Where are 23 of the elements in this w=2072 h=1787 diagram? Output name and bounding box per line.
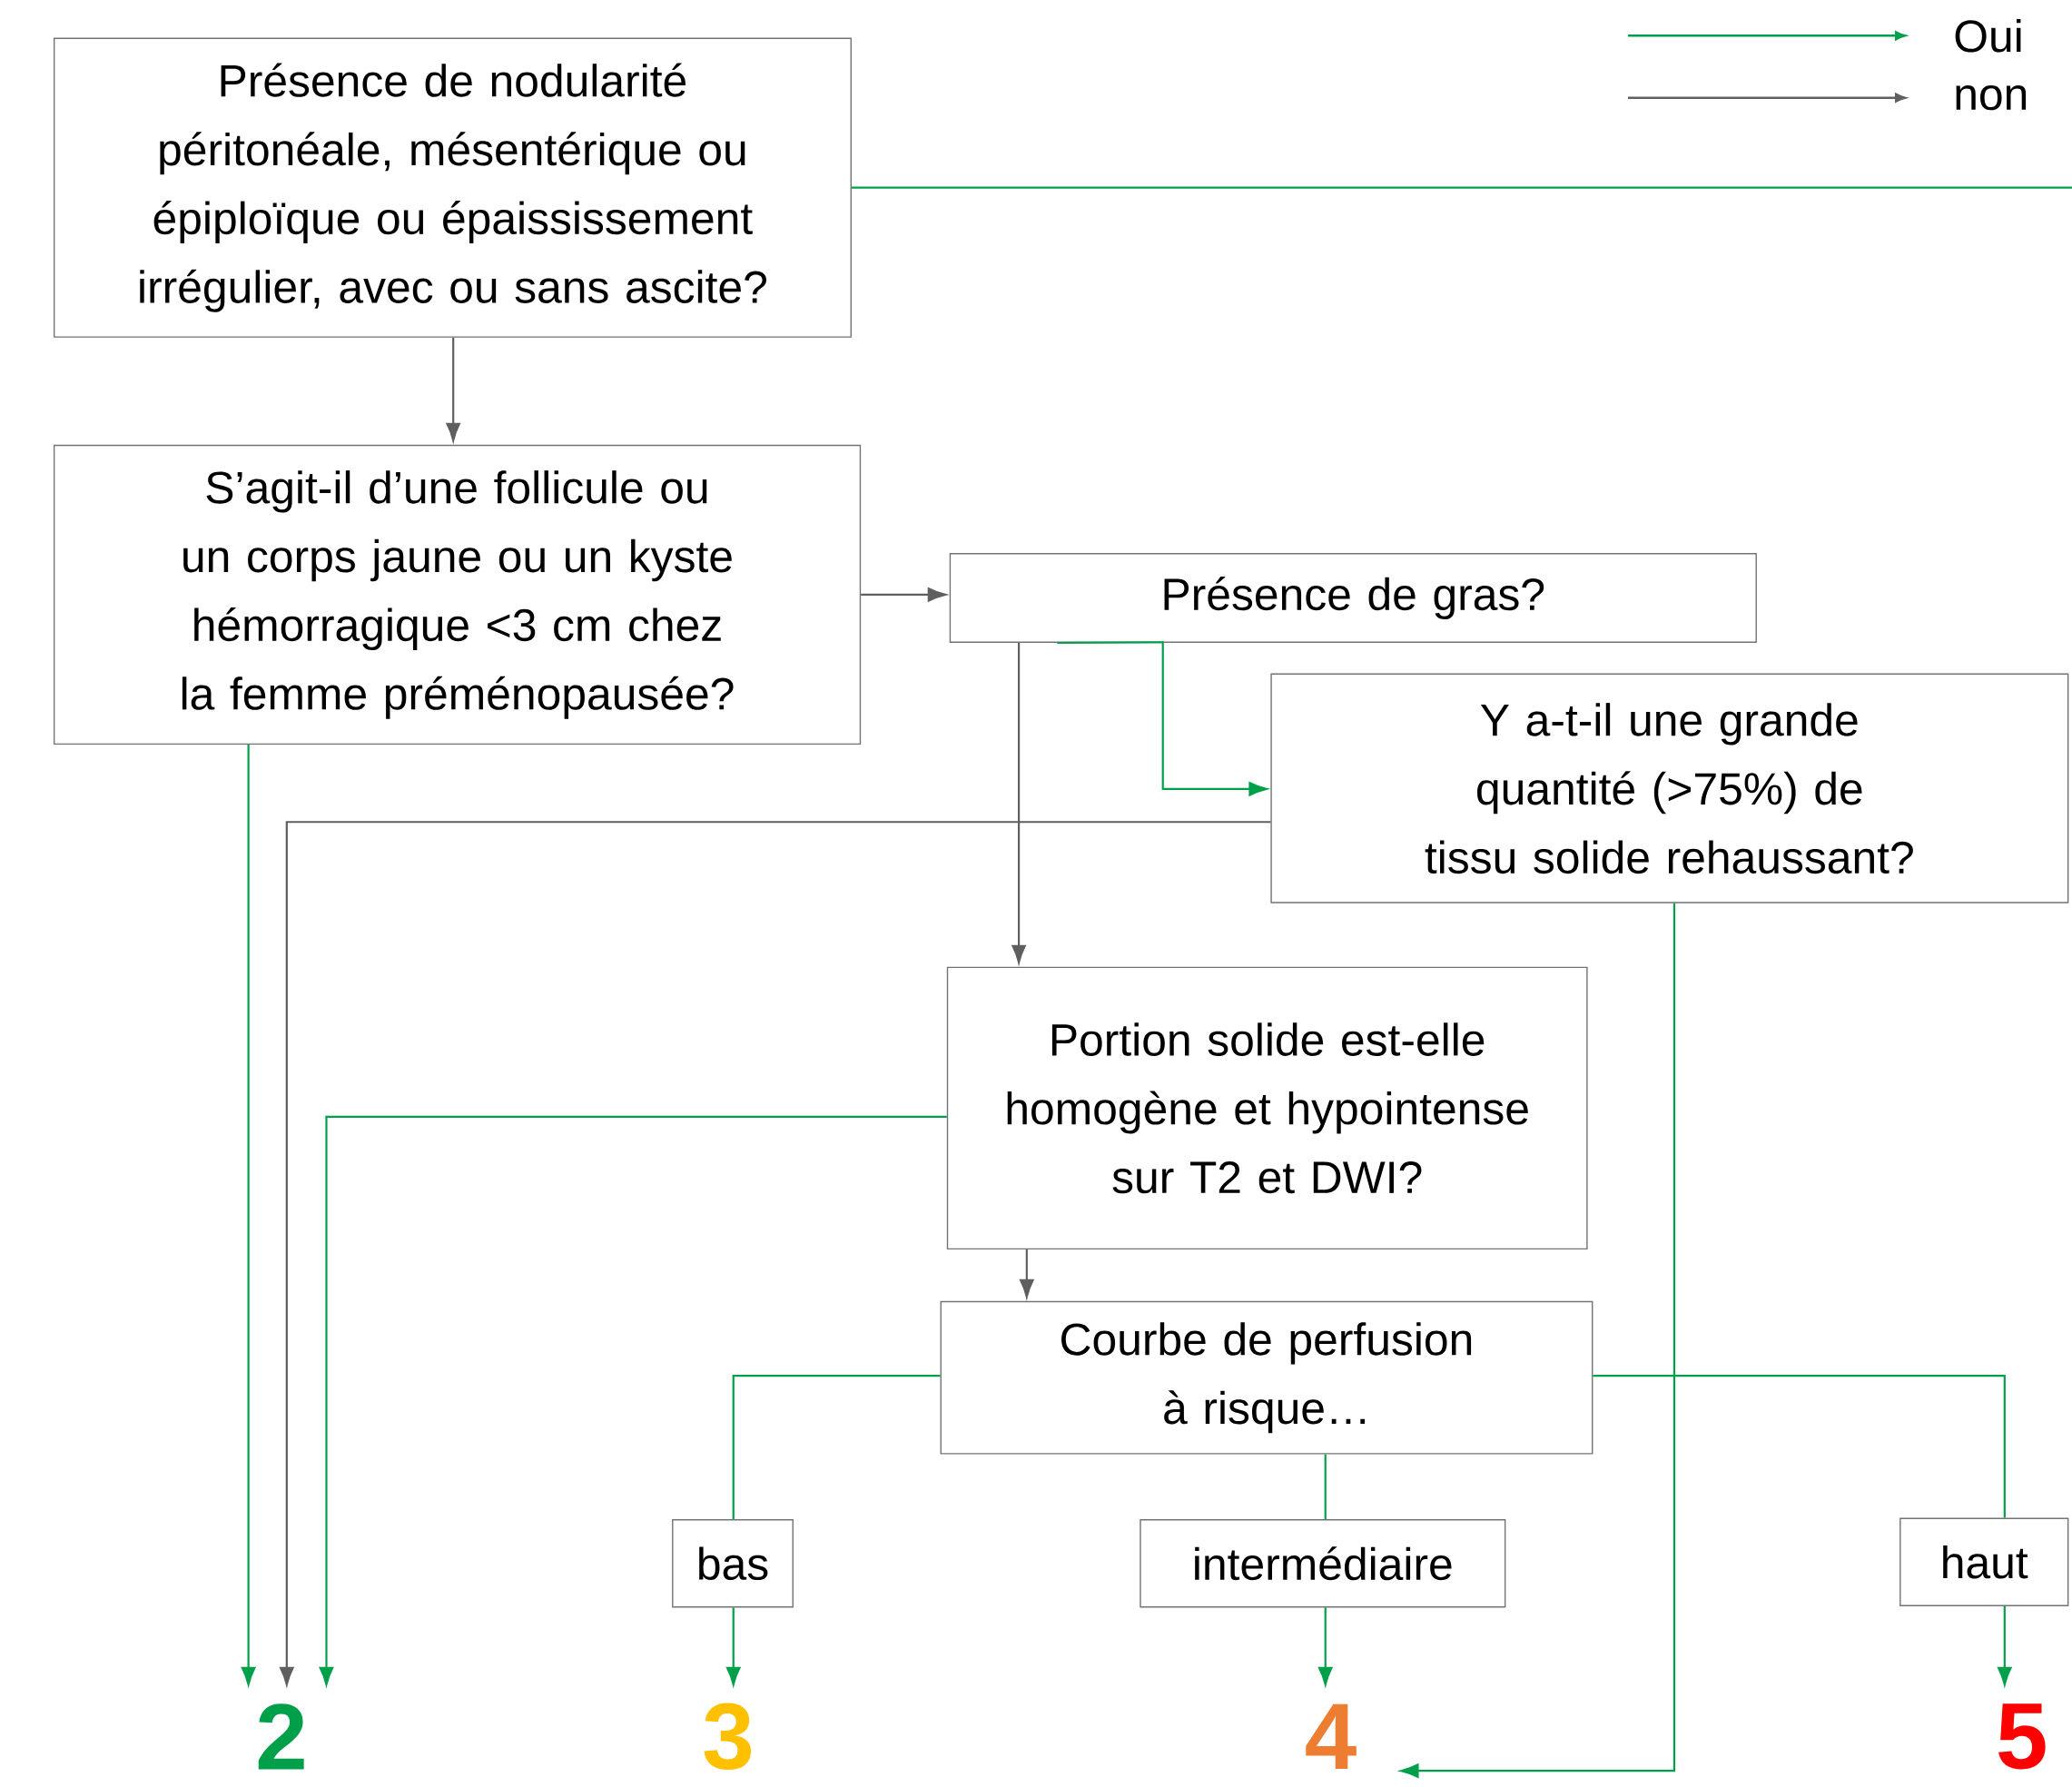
arrow <box>1998 1606 2012 1686</box>
arrow <box>861 587 947 602</box>
arrow <box>446 337 460 442</box>
question-box: Courbe de perfusion à risque… <box>940 1300 1593 1455</box>
question-box: S’agit-il d’une follicule ou un corps jaune ou un kyste hémorragique <3 cm chez la femme préménopausée? <box>53 444 862 745</box>
question-box: Y a-t-il une grande quantité (>75%) de tissu solide rehaussant? <box>1270 673 2069 903</box>
category-number: 4 <box>1306 1703 1357 1769</box>
legend-label: non <box>1956 85 2027 111</box>
arrow <box>241 745 256 1686</box>
category-number: 2 <box>258 1703 304 1770</box>
question-box: Portion solide est-elle homogène et hypointense sur T2 et DWI? <box>946 966 1588 1250</box>
question-box: Présence de gras? <box>949 553 1757 643</box>
category-number: 3 <box>704 1703 751 1771</box>
category-number: 5 <box>1998 1703 2046 1770</box>
arrow <box>1318 1607 1333 1686</box>
legend-label: Oui <box>1955 19 2021 53</box>
option-box: haut <box>1899 1517 2069 1606</box>
question-box: Présence de nodularité péritonéale, mésentérique ou épiploïque ou épaississement irrégulier, avec ou sans ascite? <box>53 37 852 338</box>
connector-line <box>851 186 2072 189</box>
connector-line <box>1593 1374 2006 1518</box>
arrow <box>1020 1249 1034 1298</box>
connector-line <box>1324 1454 1327 1519</box>
option-box: intermédiaire <box>1140 1519 1506 1608</box>
